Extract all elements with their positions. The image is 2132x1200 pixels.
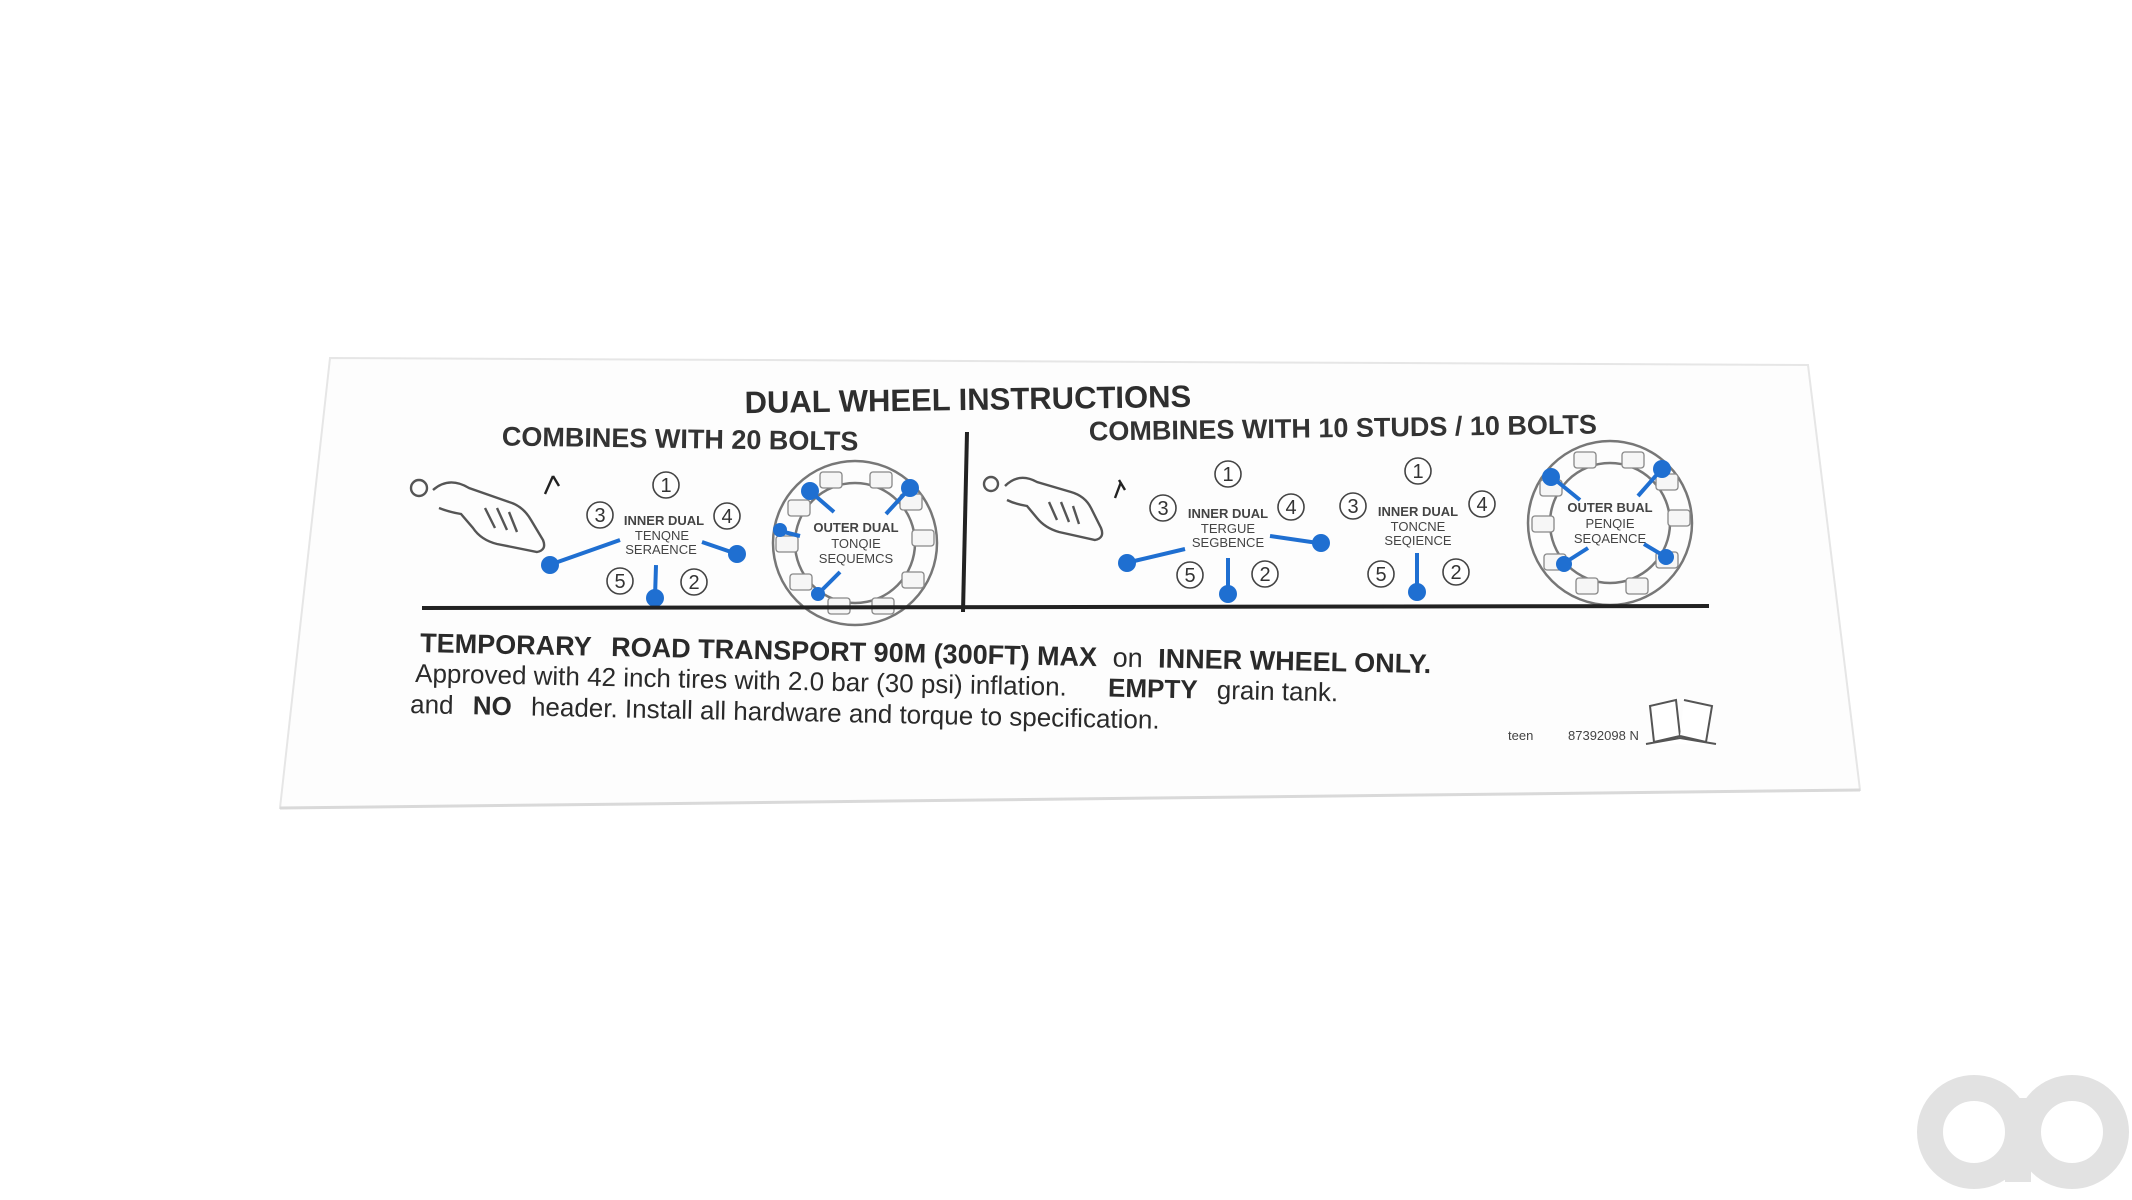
open-book-icon bbox=[1645, 698, 1717, 745]
watermark-text: ao bbox=[2016, 1187, 2028, 1198]
right-inner1-label-1: INNER DUAL bbox=[1188, 506, 1268, 521]
warning-line3-a: and bbox=[410, 689, 454, 720]
right-inner-torque-diagram-2: 1 3 4 5 2 INNER DUAL TONCNE SEQIENCE bbox=[1339, 457, 1496, 601]
warning-line2-b: EMPTY bbox=[1108, 673, 1198, 705]
right-inner1-num-2: 2 bbox=[1259, 564, 1270, 586]
left-inner-label-2: TENQNE bbox=[635, 528, 690, 543]
wrench-hand-icon bbox=[982, 475, 1127, 542]
left-outer-label-3: SEQUEMCS bbox=[819, 551, 894, 566]
warning-line1-c: on bbox=[1112, 643, 1143, 674]
left-outer-torque-diagram: OUTER DUAL TONQIE SEQUEMCS bbox=[771, 459, 939, 627]
right-inner2-num-3: 3 bbox=[1347, 496, 1358, 518]
part-code-right: 87392098 N bbox=[1568, 728, 1639, 743]
right-inner-torque-diagram-1: 1 3 4 5 2 INNER DUAL TERGUE SEGBENCE bbox=[1118, 460, 1330, 603]
left-inner-label-3: SERAENCE bbox=[625, 542, 697, 557]
decal-horizontal-rule bbox=[421, 604, 1710, 610]
decal-shadow-edge bbox=[279, 788, 1861, 810]
right-inner1-num-1: 1 bbox=[1222, 464, 1233, 486]
right-inner1-num-4: 4 bbox=[1285, 497, 1296, 519]
right-inner2-label-3: SEQIENCE bbox=[1384, 533, 1452, 548]
right-outer-label-2: PENQIE bbox=[1585, 516, 1634, 531]
right-inner1-label-2: TERGUE bbox=[1201, 521, 1256, 536]
right-outer-label-3: SEQAENCE bbox=[1574, 531, 1647, 546]
warning-line1-a: TEMPORARY bbox=[420, 628, 592, 662]
right-inner2-label-1: INNER DUAL bbox=[1378, 504, 1458, 519]
left-inner-torque-diagram: 1 3 4 5 2 INNER DUAL TENQNE SERAENCE bbox=[541, 471, 746, 607]
left-inner-num-5: 5 bbox=[614, 571, 625, 593]
left-outer-label-1: OUTER DUAL bbox=[813, 520, 898, 535]
right-inner2-num-2: 2 bbox=[1450, 562, 1461, 584]
right-outer-torque-diagram: OUTER BUAL PENQIE SEQAENCE bbox=[1526, 439, 1694, 607]
warning-line2-c: grain tank. bbox=[1217, 675, 1339, 708]
right-inner1-num-3: 3 bbox=[1157, 498, 1168, 520]
part-code-left: teen bbox=[1508, 728, 1533, 743]
left-inner-num-2: 2 bbox=[688, 572, 699, 594]
decal-title: DUAL WHEEL INSTRUCTIONS bbox=[744, 379, 1191, 420]
left-outer-label-2: TONQIE bbox=[831, 536, 881, 551]
panel-divider bbox=[961, 431, 969, 613]
right-inner2-num-5: 5 bbox=[1375, 564, 1386, 586]
left-inner-label-1: INNER DUAL bbox=[624, 513, 704, 528]
left-inner-num-3: 3 bbox=[594, 505, 605, 527]
right-inner1-num-5: 5 bbox=[1184, 565, 1195, 587]
right-inner2-label-2: TONCNE bbox=[1391, 519, 1446, 534]
right-outer-label-1: OUTER BUAL bbox=[1567, 500, 1652, 515]
right-inner1-label-3: SEGBENCE bbox=[1192, 535, 1265, 550]
left-inner-num-1: 1 bbox=[660, 475, 671, 497]
watermark-logo: ao bbox=[1917, 1075, 2129, 1198]
right-inner2-num-1: 1 bbox=[1412, 461, 1423, 483]
right-inner2-num-4: 4 bbox=[1476, 494, 1487, 516]
left-inner-num-4: 4 bbox=[721, 506, 732, 528]
warning-line1-d: INNER WHEEL ONLY. bbox=[1158, 643, 1432, 679]
wrench-hand-icon bbox=[409, 475, 561, 554]
left-panel-heading: COMBINES WITH 20 BOLTS bbox=[502, 422, 859, 457]
warning-line3-b: NO bbox=[472, 690, 512, 721]
right-panel-heading: COMBINES WITH 10 STUDS / 10 BOLTS bbox=[1089, 409, 1597, 446]
